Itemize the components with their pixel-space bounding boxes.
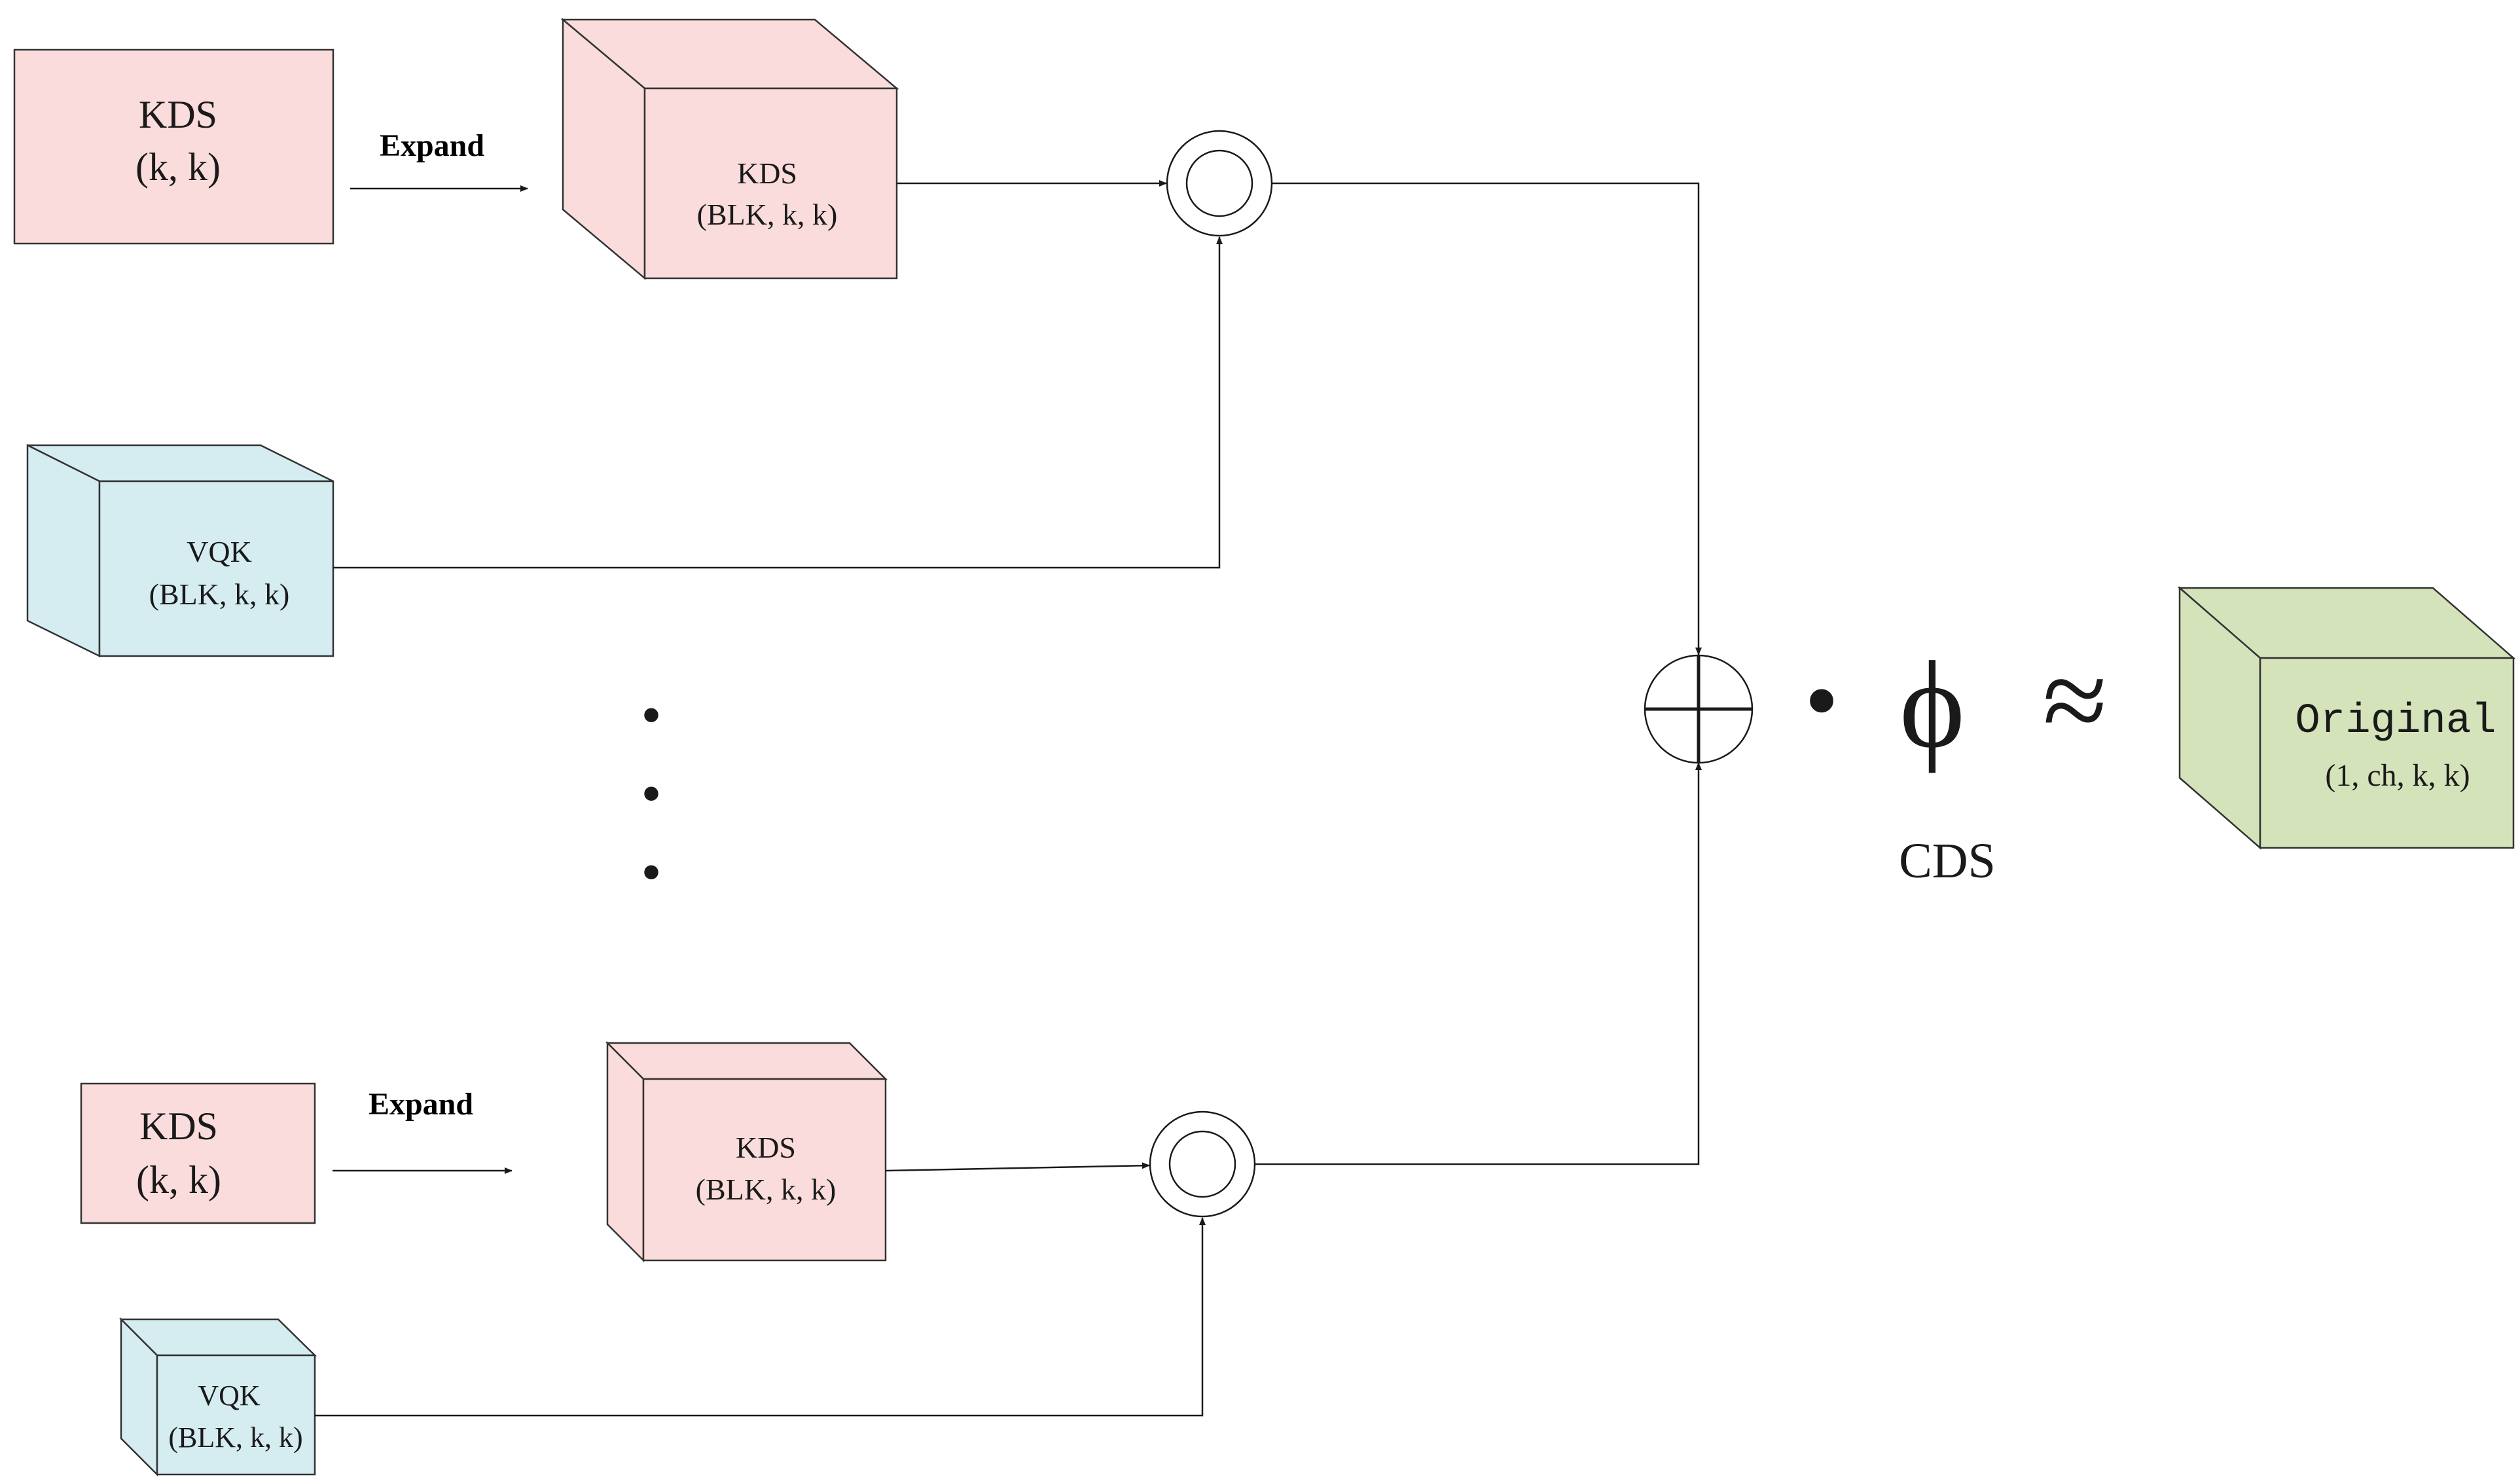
top-kds-cube-front (643, 87, 898, 280)
original-cube-name: Original (2295, 698, 2496, 745)
top-expand-label: Expand (380, 128, 484, 163)
top-odot-icon (1166, 130, 1273, 237)
top-vqk-cube-name: VQK (187, 535, 252, 568)
top-kds-matrix-shape: (k, k) (135, 145, 221, 189)
top-kds-cube-shape: (BLK, k, k) (697, 198, 838, 231)
oplus-icon (1644, 654, 1754, 764)
bottom-vqk-cube-name: VQK (198, 1380, 261, 1412)
top-odot-to-sum (1272, 182, 1702, 655)
bottom-odot-inner (1168, 1130, 1236, 1198)
original-cube-shape: (1, ch, k, k) (2325, 758, 2470, 793)
top-vqk-cube-front (98, 480, 334, 657)
top-kds-matrix-name: KDS (139, 93, 217, 136)
ellipsis-dot-3: • (641, 840, 662, 905)
bottom-kds-matrix-name: KDS (139, 1105, 218, 1148)
bottom-kds-cube: KDS (BLK, k, k) (605, 1040, 888, 1263)
bottom-expand-arrow: Expand (333, 1087, 513, 1174)
bottom-kds-cube-front (642, 1078, 887, 1262)
bottom-vqk-to-odot (315, 1217, 1206, 1417)
bottom-expand-label: Expand (369, 1087, 473, 1122)
multiply-dot: • (1805, 646, 1839, 755)
cds-label: CDS (1899, 833, 1996, 888)
bottom-vqk-cube: VQK (BLK, k, k) (118, 1317, 317, 1477)
original-cube: Original (1, ch, k, k) (2177, 586, 2516, 850)
bottom-odot-icon (1149, 1110, 1256, 1218)
top-kds-matrix-face (13, 48, 334, 245)
ellipsis-dot-1: • (641, 683, 662, 748)
top-kds-cube-name: KDS (737, 156, 797, 190)
approx-symbol: ≈ (2043, 635, 2108, 765)
bottom-kds-matrix-face (80, 1082, 316, 1224)
ellipsis-dots: • • • (641, 683, 662, 905)
bottom-odot-to-sum (1255, 762, 1702, 1165)
phi-symbol: ϕ (1899, 636, 1965, 774)
ellipsis-dot-2: • (641, 761, 662, 826)
bottom-kds-to-odot (885, 1162, 1150, 1172)
top-vqk-cube-shape: (BLK, k, k) (149, 577, 290, 611)
bottom-vqk-cube-front (156, 1354, 316, 1476)
bottom-kds-matrix-shape: (k, k) (136, 1158, 221, 1201)
top-expand-arrow: Expand (350, 128, 528, 192)
top-vqk-to-odot (333, 236, 1223, 569)
original-cube-front (2259, 657, 2515, 849)
bottom-kds-cube-name: KDS (736, 1131, 796, 1164)
top-vqk-cube-side (26, 443, 101, 658)
top-vqk-cube: VQK (BLK, k, k) (26, 443, 334, 658)
bottom-kds-cube-top (605, 1042, 888, 1080)
bottom-kds-cube-shape: (BLK, k, k) (696, 1173, 837, 1206)
bottom-kds-cube-side (606, 1040, 645, 1263)
top-kds-matrix: KDS (k, k) (13, 48, 334, 245)
top-kds-cube: KDS (BLK, k, k) (560, 18, 899, 280)
top-odot-inner (1185, 149, 1253, 217)
bottom-vqk-cube-shape: (BLK, k, k) (168, 1421, 302, 1454)
bottom-kds-matrix: KDS (k, k) (80, 1082, 316, 1224)
